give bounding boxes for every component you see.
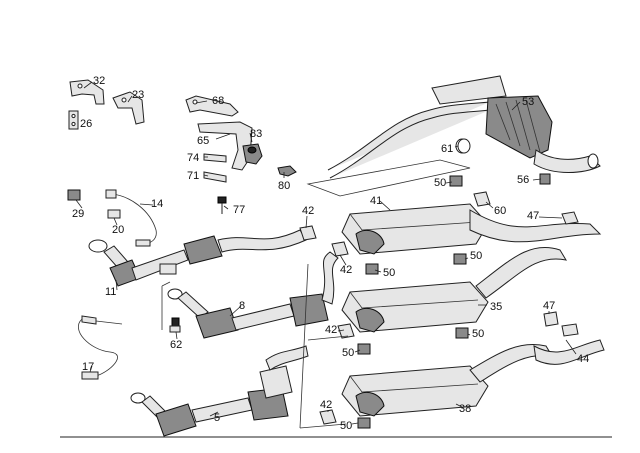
ring-61-drawing — [457, 138, 471, 154]
callout-42-bottom: 42 — [320, 399, 332, 411]
front-pipe-5-drawing — [130, 345, 309, 437]
callout-11: 11 — [105, 286, 116, 298]
hanger-47-drawings — [543, 211, 579, 337]
callout-14: 14 — [151, 198, 163, 210]
callout-32: 32 — [93, 75, 105, 87]
callout-23: 23 — [132, 89, 144, 101]
bolt-77-drawing — [217, 196, 227, 214]
callout-77: 77 — [233, 204, 245, 216]
assembly-frame-lines — [161, 159, 471, 429]
callout-62: 62 — [170, 339, 182, 351]
callout-42-third: 42 — [325, 324, 337, 336]
callout-20: 20 — [112, 224, 124, 236]
rubber-hanger-50-drawings — [357, 175, 469, 429]
muffler-41-drawing — [341, 203, 602, 255]
callout-17: 17 — [82, 361, 94, 373]
muffler-38-drawing — [341, 343, 553, 417]
callout-61: 61 — [441, 143, 453, 155]
front-pipe-11-drawing — [88, 229, 307, 287]
bracket-23-drawing — [112, 91, 145, 125]
clamp-60-drawing — [473, 191, 491, 207]
callout-5: 5 — [214, 412, 220, 424]
callout-50-fourth: 50 — [342, 347, 354, 359]
sensor-17-drawing — [77, 315, 123, 380]
gasket-20-drawing — [107, 209, 121, 219]
callout-71: 71 — [187, 170, 199, 182]
bolt-62-drawing — [169, 317, 181, 333]
rubber-mount-83-drawing — [242, 143, 263, 165]
callout-50-fifth: 50 — [472, 328, 484, 340]
callout-42-top: 42 — [302, 205, 314, 217]
callout-47-lower: 47 — [543, 300, 555, 312]
callout-50-second: 50 — [383, 267, 395, 279]
callout-50-bottom: 50 — [340, 420, 352, 432]
callout-labels: 32 23 26 68 65 83 74 71 80 77 53 61 56 4… — [72, 75, 589, 432]
callout-35: 35 — [490, 301, 502, 313]
muffler-35-drawing — [341, 246, 568, 333]
callout-8: 8 — [239, 300, 245, 312]
callout-41: 41 — [370, 195, 382, 207]
callout-44: 44 — [577, 353, 589, 365]
callout-65: 65 — [197, 135, 209, 147]
leader-lines — [75, 81, 577, 425]
clamp-42-drawings — [299, 225, 355, 425]
bracket-32-drawing — [69, 79, 105, 105]
bracket-65-drawing — [197, 121, 253, 171]
hanger-56-drawing — [539, 173, 551, 185]
callout-80: 80 — [278, 180, 290, 192]
sensor-14-drawing — [105, 189, 157, 247]
callout-26: 26 — [80, 118, 92, 130]
front-pipe-8-drawing — [167, 251, 339, 339]
callout-42-second: 42 — [340, 264, 352, 276]
bracket-68-drawing — [185, 95, 239, 117]
callout-29: 29 — [72, 208, 84, 220]
tailpipe-44-drawing — [533, 339, 605, 365]
callout-56: 56 — [517, 174, 529, 186]
plate-26-drawing — [68, 110, 79, 130]
callout-50-third: 50 — [470, 250, 482, 262]
callout-60: 60 — [494, 205, 506, 217]
clip-74-drawing — [203, 153, 227, 163]
callout-50-top: 50 — [434, 177, 446, 189]
clamp-80-drawing — [277, 165, 297, 177]
clamp-29-drawing — [67, 189, 81, 201]
callout-47-top: 47 — [527, 210, 539, 222]
rear-muffler-53-drawing — [327, 75, 601, 179]
callout-68: 68 — [212, 95, 224, 107]
callout-53: 53 — [522, 96, 534, 108]
clip-71-drawing — [203, 171, 227, 183]
callout-74: 74 — [187, 152, 199, 164]
callout-38: 38 — [459, 403, 471, 415]
callout-83: 83 — [250, 128, 262, 140]
